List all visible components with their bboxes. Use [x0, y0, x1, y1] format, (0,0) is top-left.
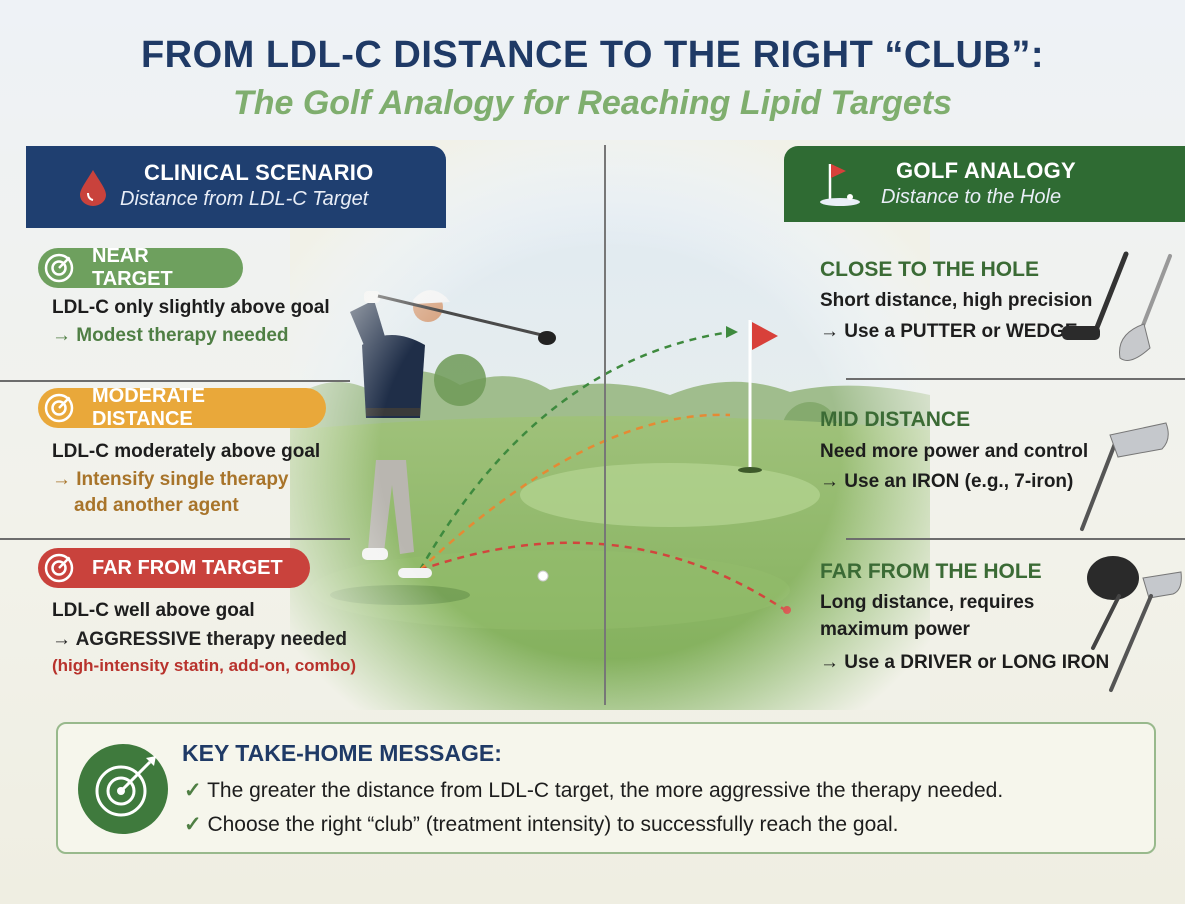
take-home-line-2: ✓ Choose the right “club” (treatment int… — [184, 812, 898, 837]
target-icon — [44, 253, 74, 283]
check-circle-icon: ✓ — [184, 779, 202, 802]
close-to-hole-action: → Use a PUTTER or WEDGE — [820, 321, 1078, 342]
left-separator — [0, 538, 350, 540]
golf-flag-icon — [820, 164, 860, 206]
take-home-title: KEY TAKE-HOME MESSAGE: — [182, 740, 502, 766]
blood-drop-icon — [80, 170, 106, 206]
far-from-target-desc: LDL-C well above goal — [52, 600, 255, 621]
target-arrow-icon — [78, 744, 168, 834]
near-target-action: → Modest therapy needed — [52, 325, 289, 346]
golf-scene-illustration — [290, 140, 930, 710]
take-home-line-2-text: Choose the right “club” (treatment inten… — [207, 813, 899, 836]
moderate-distance-action-2: add another agent — [74, 495, 239, 516]
right-separator — [846, 538, 1185, 540]
moderate-distance-desc: LDL-C moderately above goal — [52, 441, 321, 462]
mid-distance-heading: MID DISTANCE — [820, 408, 971, 431]
take-home-line-1-text: The greater the distance from LDL-C targ… — [207, 779, 1004, 802]
far-from-target-pill: FAR FROM TARGET — [38, 548, 310, 588]
golf-banner-subtitle: Distance to the Hole — [881, 186, 1062, 208]
far-from-target-note: (high-intensity statin, add-on, combo) — [52, 656, 357, 675]
golf-analogy-banner: GOLF ANALOGY Distance to the Hole — [784, 146, 1185, 222]
clinical-banner-title: CLINICAL SCENARIO — [144, 160, 374, 185]
mid-distance-action: → Use an IRON (e.g., 7-iron) — [820, 471, 1074, 492]
close-to-hole-heading: CLOSE TO THE HOLE — [820, 258, 1039, 281]
close-to-hole-desc: Short distance, high precision — [820, 290, 1093, 311]
moderate-distance-pill: MODERATE DISTANCE — [38, 385, 326, 430]
putter-wedge-icon — [1062, 251, 1172, 361]
far-from-target-label: FAR FROM TARGET — [92, 556, 283, 579]
near-target-desc: LDL-C only slightly above goal — [52, 297, 330, 318]
moderate-distance-action: → Intensify single therapy — [52, 469, 289, 490]
target-icon — [44, 393, 74, 423]
clinical-scenario-banner: CLINICAL SCENARIO Distance from LDL-C Ta… — [26, 146, 446, 228]
moderate-distance-label: MODERATE DISTANCE — [92, 385, 205, 430]
near-target-label: NEAR TARGET — [92, 245, 173, 290]
far-from-hole-heading: FAR FROM THE HOLE — [820, 560, 1042, 583]
near-target-pill: NEAR TARGET — [38, 245, 243, 290]
iron-club-icon — [1080, 422, 1169, 531]
mid-distance-desc: Need more power and control — [820, 441, 1089, 462]
left-separator — [0, 380, 350, 382]
center-divider — [604, 145, 606, 705]
golf-banner-title: GOLF ANALOGY — [896, 158, 1076, 183]
far-from-hole-action: → Use a DRIVER or LONG IRON — [820, 652, 1110, 673]
clinical-banner-subtitle: Distance from LDL-C Target — [120, 188, 369, 210]
take-home-box: KEY TAKE-HOME MESSAGE: ✓ The greater the… — [56, 722, 1156, 854]
page-subtitle: The Golf Analogy for Reaching Lipid Targ… — [232, 84, 953, 122]
far-from-hole-desc-2: maximum power — [820, 619, 970, 640]
far-from-target-action: → AGGRESSIVE therapy needed — [52, 629, 347, 650]
far-from-hole-desc: Long distance, requires — [820, 592, 1035, 613]
check-circle-icon: ✓ — [184, 813, 202, 836]
right-separator — [846, 378, 1185, 380]
page-title: FROM LDL-C DISTANCE TO THE RIGHT “CLUB”: — [140, 34, 1045, 76]
take-home-line-1: ✓ The greater the distance from LDL-C ta… — [184, 778, 1003, 803]
target-icon — [44, 553, 74, 583]
driver-club-icon — [1087, 556, 1182, 692]
